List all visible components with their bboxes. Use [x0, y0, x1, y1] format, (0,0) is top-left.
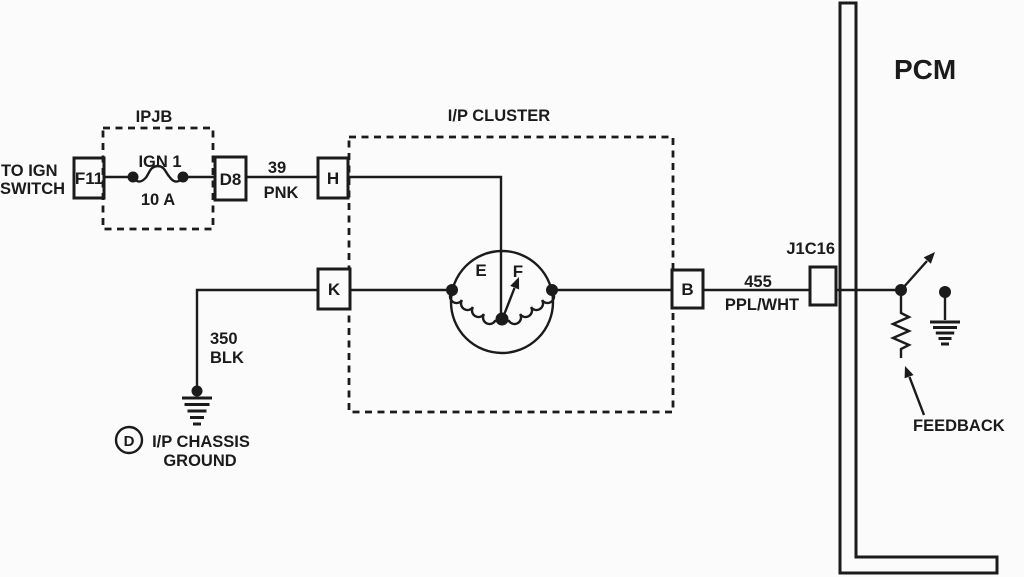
connector-d8-label: D8	[220, 170, 242, 189]
wire-455-number: 455	[744, 273, 772, 291]
ip-cluster-label: I/P CLUSTER	[448, 107, 550, 125]
ip-cluster-section: I/P CLUSTER H K B E F	[316, 107, 705, 414]
switch-blade-line	[901, 260, 928, 290]
gauge-right-coil	[505, 292, 556, 326]
pin-b-box	[670, 268, 705, 310]
fuse-ign1: IGN 1 10 A	[104, 153, 189, 209]
ground-id-circle	[114, 425, 144, 455]
gauge-left-coil	[448, 292, 499, 326]
fuse-rating-label: 10 A	[141, 191, 175, 209]
to-ign-switch-label-line2: SWITCH	[0, 180, 65, 198]
pcm-boundary-bracket	[838, 1, 999, 575]
resistor-zigzag	[890, 292, 912, 358]
to-ign-switch-label-line1: TO IGN	[1, 162, 58, 180]
gauge-full-label: F	[513, 262, 523, 281]
pcm-switch	[901, 252, 960, 346]
pcm-feed-section: 455 PPL/WHT J1C16	[703, 240, 838, 314]
connector-f11-label: F11	[75, 169, 103, 188]
ipjb-label: IPJB	[136, 108, 173, 126]
wire-455-color: PPL/WHT	[725, 296, 799, 314]
chassis-ground-symbol-left	[182, 396, 212, 426]
connector-j1c16-box	[808, 265, 838, 307]
gauge-needle-arrowhead	[510, 277, 520, 290]
feedback-arrow-line	[908, 376, 926, 416]
ground-id-letter: D	[124, 433, 135, 450]
pcm-section: PCM FEEDBACK	[836, 1, 1005, 575]
fuse-element-curve	[132, 164, 184, 183]
fuel-gauge: E F	[350, 249, 672, 355]
pin-b-label: B	[681, 280, 693, 299]
gauge-pivot-dot	[495, 312, 509, 326]
gauge-right-terminal-dot	[546, 284, 558, 296]
wire-39-number: 39	[268, 159, 286, 177]
feedback-resistor: FEEDBACK	[890, 292, 1005, 435]
gauge-circle	[449, 249, 555, 355]
gauge-left-terminal-dot	[446, 284, 458, 296]
ground-name-line2: GROUND	[163, 452, 236, 470]
pin-k-label: K	[328, 280, 341, 299]
ground-name-line1: I/P CHASSIS	[152, 433, 250, 451]
wire-350-blk	[195, 288, 318, 386]
feedback-label: FEEDBACK	[913, 417, 1005, 435]
pin-h-label: H	[327, 169, 339, 188]
ignition-feed-section: TO IGN SWITCH F11 IPJB IGN 1 10 A D8 39 …	[0, 108, 318, 231]
pcm-label: PCM	[894, 54, 956, 85]
wire-39-color: PNK	[264, 184, 299, 202]
ground-splice-dot	[191, 385, 203, 397]
connector-j1c16-label: J1C16	[786, 240, 835, 258]
gauge-empty-label: E	[475, 261, 486, 280]
ip-cluster-dashed-box	[347, 135, 675, 414]
wire-350-color: BLK	[210, 349, 244, 367]
ipjb-dashed-box	[101, 126, 215, 231]
feedback-arrowhead	[904, 366, 914, 379]
wire-350-number: 350	[210, 330, 238, 348]
switch-blade-arrowhead	[923, 252, 935, 264]
chassis-ground-symbol-pcm	[930, 320, 960, 346]
ground-branch-section: 350 BLK D I/P CHASSIS GROUND	[114, 288, 318, 470]
wire-h-to-gauge	[348, 175, 503, 316]
gauge-needle	[501, 287, 516, 318]
fuse-name-label: IGN 1	[138, 153, 181, 171]
connector-f11-box	[72, 156, 106, 200]
connector-d8-box	[213, 155, 248, 202]
